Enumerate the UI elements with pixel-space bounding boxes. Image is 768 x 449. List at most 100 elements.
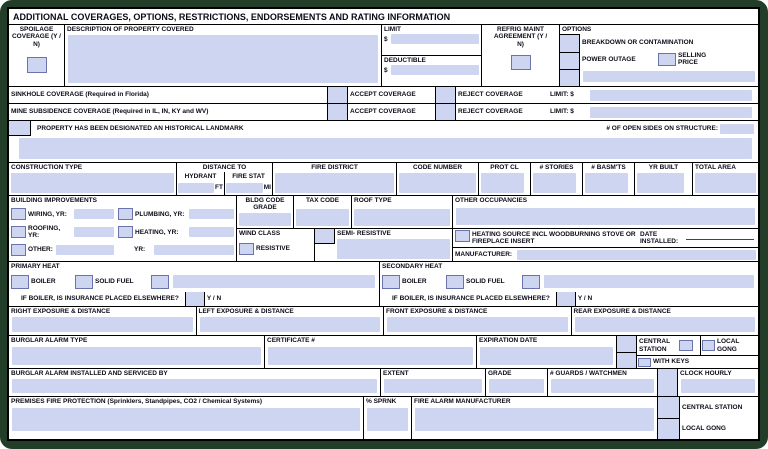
mine-reject-checkbox[interactable]	[436, 104, 456, 120]
selling-price-input[interactable]	[583, 71, 755, 83]
secondary-boiler-checkbox[interactable]	[382, 274, 400, 289]
heating-source-checkbox[interactable]	[455, 230, 470, 242]
expiration-input[interactable]	[480, 347, 613, 365]
front-exposure-input[interactable]	[387, 317, 568, 332]
sinkhole-limit-input[interactable]	[590, 89, 752, 101]
mi-label: MI	[263, 184, 271, 192]
primary-solid-fuel-checkbox[interactable]	[75, 274, 93, 289]
breakdown-checkbox[interactable]	[560, 35, 579, 53]
with-keys-checkbox[interactable]	[638, 357, 651, 367]
mine-accept-checkbox[interactable]	[328, 104, 348, 120]
certificate-input[interactable]	[268, 347, 473, 365]
construction-type-input[interactable]	[11, 173, 174, 193]
primary-heat-input[interactable]	[173, 275, 375, 289]
tax-code-input[interactable]	[296, 209, 349, 226]
yr-built-input[interactable]	[637, 173, 684, 193]
right-exposure-input[interactable]	[12, 317, 193, 332]
right-exposure-label: RIGHT EXPOSURE & DISTANCE	[11, 308, 111, 315]
secondary-solid-fuel-checkbox[interactable]	[446, 274, 464, 289]
fire-stat-input[interactable]	[226, 182, 263, 193]
semi-resistive-checkbox[interactable]	[315, 229, 335, 244]
sinkhole-accept-checkbox[interactable]	[328, 87, 348, 103]
burglar-type-input[interactable]	[12, 347, 261, 365]
power-outage-checkbox[interactable]	[560, 52, 579, 70]
sprnk-input[interactable]	[367, 408, 408, 431]
fire-alarm-mfr-input[interactable]	[415, 408, 654, 431]
deductible-input[interactable]	[390, 65, 479, 76]
landmark-row: PROPERTY HAS BEEN DESIGNATED AN HISTORIC…	[9, 121, 758, 163]
guards-input[interactable]	[551, 379, 654, 393]
wiring-year-input[interactable]	[74, 209, 114, 220]
other-occupancies-label: OTHER OCCUPANCIES	[455, 197, 528, 204]
bldg-code-grade-input[interactable]	[239, 212, 291, 226]
left-exposure-input[interactable]	[199, 317, 380, 332]
other-occupancies-input[interactable]	[456, 208, 755, 225]
roofing-checkbox[interactable]	[11, 226, 26, 239]
extent-input[interactable]	[384, 379, 482, 393]
roof-type-input[interactable]	[354, 209, 450, 226]
plumbing-year-input[interactable]	[189, 209, 234, 220]
sinkhole-reject-checkbox[interactable]	[436, 87, 456, 103]
central-station-checkbox[interactable]	[679, 340, 693, 351]
total-area-input[interactable]	[695, 173, 756, 193]
prot-cl-input[interactable]	[481, 173, 524, 193]
code-number-label: CODE NUMBER	[412, 164, 463, 171]
resistive-checkbox[interactable]	[239, 242, 254, 255]
secondary-heat-input[interactable]	[544, 275, 754, 289]
plumbing-checkbox[interactable]	[118, 208, 133, 221]
limit-input[interactable]	[390, 34, 479, 45]
burglar-service-row: BURGLAR ALARM INSTALLED AND SERVICED BY …	[9, 369, 758, 397]
landmark-label: PROPERTY HAS BEEN DESIGNATED AN HISTORIC…	[37, 124, 244, 132]
other-improvement-input[interactable]	[56, 245, 114, 256]
open-sides-label: # OF OPEN SIDES ON STRUCTURE:	[606, 124, 718, 132]
options-extra-checkbox[interactable]	[560, 69, 579, 86]
grade-input[interactable]	[489, 379, 544, 393]
rear-exposure-input[interactable]	[574, 317, 755, 332]
heating-year-input[interactable]	[189, 227, 234, 238]
secondary-other-checkbox[interactable]	[522, 274, 540, 289]
heating-checkbox[interactable]	[118, 226, 133, 239]
primary-other-checkbox[interactable]	[151, 274, 169, 289]
selling-price-checkbox[interactable]	[658, 52, 676, 66]
basmts-input[interactable]	[585, 173, 628, 193]
description-cell: DESCRIPTION OF PROPERTY COVERED	[65, 25, 382, 86]
description-input[interactable]	[68, 35, 378, 83]
mine-limit-input[interactable]	[590, 106, 752, 118]
open-sides-input[interactable]	[720, 123, 754, 134]
landmark-checkbox[interactable]	[9, 121, 31, 136]
fire-stat-label: FIRE STAT	[232, 173, 265, 181]
wind-class-input[interactable]	[337, 239, 450, 259]
clock-hourly-input[interactable]	[681, 379, 755, 393]
stories-input[interactable]	[533, 173, 576, 193]
other-improvement-checkbox[interactable]	[11, 244, 26, 257]
fire-central-station-checkbox[interactable]	[658, 397, 679, 419]
installed-by-input[interactable]	[12, 379, 377, 393]
code-number-input[interactable]	[399, 173, 476, 193]
wiring-checkbox[interactable]	[11, 208, 26, 221]
station-checkbox-1[interactable]	[617, 336, 636, 353]
fire-district-input[interactable]	[275, 173, 394, 193]
central-station-label: CENTRAL STATION	[639, 338, 670, 353]
hydrant-input[interactable]	[178, 182, 215, 193]
clock-hourly-checkbox[interactable]	[658, 369, 678, 396]
burglar-alarm-row: BURGLAR ALARM TYPE CERTIFICATE # EXPIRAT…	[9, 336, 758, 369]
rear-exposure-cell: REAR EXPOSURE & DISTANCE	[572, 307, 759, 335]
manufacturer-input[interactable]	[517, 249, 756, 260]
premises-input[interactable]	[12, 408, 360, 431]
date-installed-input[interactable]	[686, 230, 754, 240]
local-gong-checkbox[interactable]	[702, 340, 715, 351]
refrig-maint-checkbox[interactable]	[510, 55, 531, 71]
other-yr-input[interactable]	[154, 245, 234, 256]
installed-by-label: BURGLAR ALARM INSTALLED AND SERVICED BY	[11, 370, 168, 377]
roofing-year-input[interactable]	[74, 227, 114, 238]
station-checkbox-2[interactable]	[617, 352, 636, 368]
construction-type-label: CONSTRUCTION TYPE	[11, 164, 83, 171]
primary-yn-checkbox[interactable]	[184, 292, 205, 306]
fire-local-gong-checkbox[interactable]	[658, 418, 679, 439]
landmark-notes-input[interactable]	[19, 138, 752, 159]
guards-cell: # GUARDS / WATCHMEN	[548, 369, 658, 396]
primary-boiler-checkbox[interactable]	[11, 274, 29, 289]
spoilage-coverage-checkbox[interactable]	[26, 57, 47, 74]
secondary-yn-checkbox[interactable]	[555, 292, 576, 306]
